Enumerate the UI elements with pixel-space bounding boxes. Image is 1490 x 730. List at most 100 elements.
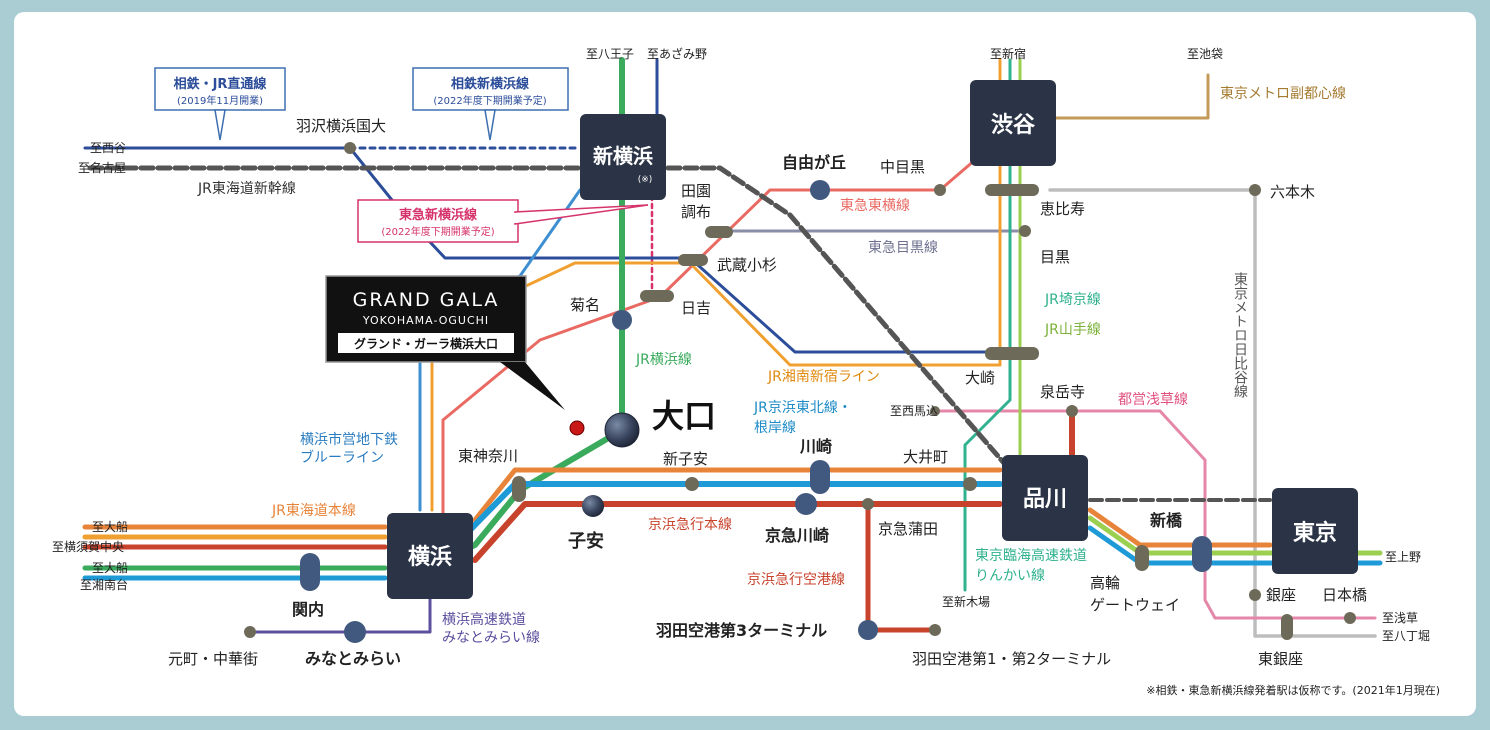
transfer-capsule	[1281, 614, 1293, 640]
station-label: 関内	[292, 600, 324, 619]
destination-label: 至西馬込	[890, 404, 938, 418]
callout-sub: (2019年11月開業)	[177, 94, 263, 107]
station-label: 武蔵小杉	[717, 256, 777, 274]
transfer-capsule	[640, 290, 674, 302]
station-label: 大崎	[965, 369, 995, 387]
fukutoshin-line	[1008, 73, 1210, 120]
station-dot	[934, 184, 946, 196]
station-dot	[1249, 184, 1261, 196]
station-dot	[1019, 225, 1031, 237]
destination-label: 至八丁堀	[1382, 628, 1430, 643]
hub-yokohama: 横浜	[387, 513, 473, 599]
destination-label: 至新宿	[990, 46, 1026, 61]
line-label: 横浜高速鉄道	[442, 611, 526, 628]
keikyu-east	[472, 501, 1003, 563]
line-label: JR東海道新幹線	[197, 180, 296, 197]
station-label: 東銀座	[1258, 650, 1303, 668]
station-dot	[582, 495, 604, 517]
station-dot	[344, 621, 366, 643]
hub-shinyokohama: 新横浜 (※)	[580, 114, 666, 200]
line-label: JR山手線	[1044, 322, 1101, 338]
line-label: JR東海道本線	[271, 503, 356, 519]
transfer-capsule	[985, 184, 1039, 196]
hub-shinagawa: 品川	[1002, 455, 1088, 541]
oguchi-station-marker	[604, 412, 640, 448]
destination-label: 至名古屋	[78, 160, 126, 175]
station-dot	[810, 180, 830, 200]
minatomirai-line	[248, 593, 432, 634]
hub-label: 東京	[1293, 520, 1337, 546]
station-label: 羽田空港第3ターミナル	[656, 621, 827, 640]
station-label: 東神奈川	[458, 447, 518, 465]
station-dot	[244, 626, 256, 638]
hub-label: 新横浜	[593, 144, 653, 168]
line-label: JR横浜線	[635, 352, 692, 368]
line-label: 横浜市営地下鉄	[300, 431, 398, 448]
station-label: 川崎	[799, 437, 832, 456]
station-dot	[612, 310, 632, 330]
transfer-capsule	[678, 254, 708, 266]
station-label: 自由が丘	[782, 153, 846, 172]
destination-label: 至湘南台	[80, 577, 128, 592]
destination-label: 至横須賀中央	[52, 539, 124, 554]
asakusa-line	[933, 409, 1377, 620]
hub-tokyo: 東京	[1272, 488, 1358, 574]
transfer-capsule	[300, 553, 320, 591]
destination-label: 至新木場	[942, 594, 990, 609]
callout-sotetsu-jr: 相鉄・JR直通線 (2019年11月開業)	[154, 67, 286, 141]
station-label: 羽沢横浜国大	[296, 117, 386, 135]
station-dot	[930, 406, 940, 416]
station-label: 日本橋	[1322, 586, 1367, 604]
footnote: ※相鉄・東急新横浜線発着駅は仮称です。(2021年1月現在)	[1146, 683, 1440, 697]
callout-sub: (2022年度下期開業予定)	[433, 94, 546, 107]
station-label: 田園	[681, 182, 711, 200]
station-label: 羽田空港第1・第2ターミナル	[912, 650, 1111, 668]
property-name-en-sub: YOKOHAMA-OGUCHI	[362, 314, 489, 327]
callout-sotetsu-shinyokohama: 相鉄新横浜線 (2022年度下期開業予定)	[412, 67, 569, 141]
transfer-capsule	[705, 226, 733, 238]
line-label: 東京臨海高速鉄道	[975, 547, 1087, 564]
line-label: みなとみらい線	[442, 630, 540, 646]
station-dot	[1249, 589, 1261, 601]
line-label: 都営浅草線	[1118, 392, 1188, 408]
station-label: 大井町	[903, 448, 948, 466]
callout-tokyu-shinyokohama: 東急新横浜線 (2022年度下期開業予定)	[357, 199, 649, 243]
hub-label: 横浜	[408, 545, 452, 570]
line-label: JR湘南新宿ライン	[767, 368, 880, 385]
callout-sub: (2022年度下期開業予定)	[381, 225, 494, 238]
line-label: ブルーライン	[300, 449, 384, 466]
transfer-capsule	[810, 460, 830, 494]
line-labels: JR東海道新幹線 東急東横線 東急目黒線 JR埼京線 JR山手線 JR横浜線 J…	[197, 86, 1346, 646]
transfer-capsule	[512, 476, 526, 502]
station-label: 京急蒲田	[878, 520, 938, 538]
destination-labels: 至八王子 至あざみ野 至新宿 至池袋 至西谷 至名古屋 至西馬込 至大船 至横須…	[52, 46, 1430, 643]
callout-title: 相鉄・JR直通線	[174, 76, 268, 92]
station-dot	[1066, 405, 1078, 417]
station-markers	[244, 142, 1356, 643]
line-label-vertical: 東京メトロ日比谷線	[1232, 272, 1248, 398]
line-label: JR埼京線	[1044, 292, 1101, 308]
hub-label: 渋谷	[991, 112, 1036, 138]
station-label: 恵比寿	[1040, 200, 1085, 218]
line-label: 京浜急行空港線	[747, 572, 845, 588]
property-location-marker	[569, 420, 585, 436]
station-label: 子安	[568, 530, 604, 552]
line-label: JR京浜東北線・	[753, 400, 852, 416]
line-label: 根岸線	[754, 420, 796, 436]
transfer-capsule	[985, 347, 1039, 360]
station-dot	[795, 493, 817, 515]
line-label: 東京メトロ副都心線	[1220, 86, 1346, 102]
station-dot	[929, 624, 941, 636]
east-bands-orange	[1087, 507, 1273, 548]
station-label: 日吉	[681, 299, 711, 317]
station-label: 新子安	[663, 450, 708, 468]
station-label: 目黒	[1040, 248, 1070, 266]
shinkansen-line	[87, 165, 1013, 473]
station-label: 新橋	[1150, 511, 1183, 530]
station-label: みなとみらい	[305, 649, 401, 668]
property-label: GRAND GALA YOKOHAMA-OGUCHI グランド・ガーラ横浜大口	[325, 275, 585, 436]
destination-label: 至浅草	[1382, 611, 1418, 625]
destination-label: 至上野	[1385, 550, 1421, 564]
destination-label: 至あざみ野	[647, 46, 707, 61]
hub-label: 品川	[1023, 487, 1067, 512]
